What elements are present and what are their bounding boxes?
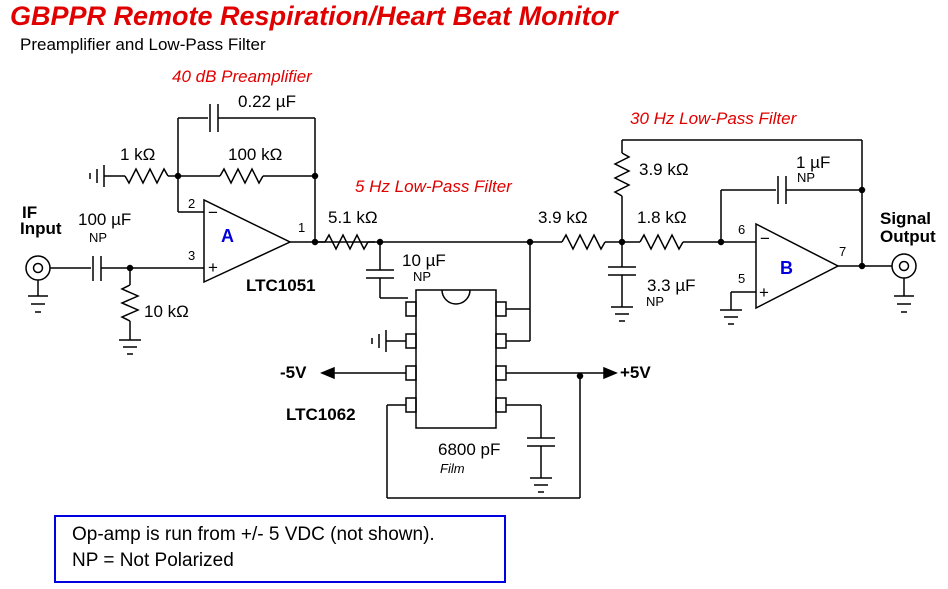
bias-resistor	[120, 284, 140, 322]
label-c-fb2-np: NP	[797, 170, 815, 185]
label-c-fb: 0.22 µF	[238, 92, 296, 111]
feedback-resistor	[219, 167, 264, 185]
label-r-gnd: 1 kΩ	[120, 145, 155, 164]
output-connector	[891, 253, 917, 279]
opamp-b-minus: −	[760, 229, 770, 248]
label-c-film: 6800 pF	[438, 440, 500, 459]
page-title: GBPPR Remote Respiration/Heart Beat Moni…	[10, 1, 619, 31]
label-c-film-type: Film	[440, 461, 465, 476]
output-label-1: Signal	[880, 209, 931, 228]
label-c-lp3: 3.3 µF	[647, 276, 696, 295]
resistor-3k9-series	[561, 233, 606, 251]
resistor-3k9-feedback	[613, 152, 631, 197]
label-c-in-np: NP	[89, 230, 107, 245]
rail-positive: +5V	[620, 363, 651, 382]
opamp-a-minus: −	[208, 203, 218, 222]
label-r-fb: 100 kΩ	[228, 145, 282, 164]
opamp-a-letter: A	[221, 226, 234, 246]
ic-ltc1062	[415, 289, 497, 429]
section-lpf30: 30 Hz Low-Pass Filter	[630, 109, 798, 128]
label-r-lp2: 3.9 kΩ	[538, 208, 588, 227]
note-line-1: Op-amp is run from +/- 5 VDC (not shown)…	[72, 524, 435, 545]
opamp-a-name: LTC1051	[246, 276, 316, 295]
ic-filter-name: LTC1062	[286, 405, 356, 424]
label-c-lp3-np: NP	[646, 294, 664, 309]
note-line-2: NP = Not Polarized	[72, 550, 234, 571]
input-label-2: Input	[20, 219, 62, 238]
pin-b-inv: 6	[738, 222, 745, 237]
label-c-in: 100 µF	[78, 210, 131, 229]
label-r-fb2: 3.9 kΩ	[639, 160, 689, 179]
opamp-a	[203, 198, 292, 284]
note-box: Op-amp is run from +/- 5 VDC (not shown)…	[54, 515, 506, 583]
page-subtitle: Preamplifier and Low-Pass Filter	[20, 35, 266, 54]
pin-b-out: 7	[839, 244, 846, 259]
pin-a-noninv: 3	[188, 248, 195, 263]
opamp-b-letter: B	[780, 258, 793, 278]
section-preamp: 40 dB Preamplifier	[172, 67, 313, 86]
resistor-5k1	[324, 233, 369, 251]
section-lpf5: 5 Hz Low-Pass Filter	[355, 177, 513, 196]
rail-negative: -5V	[280, 363, 307, 382]
label-r-lp1: 5.1 kΩ	[328, 208, 378, 227]
opamp-a-plus: +	[208, 258, 218, 277]
opamp-b	[755, 222, 840, 310]
wires	[25, 104, 917, 499]
label-c-fb2: 1 µF	[796, 153, 830, 172]
opamp-b-plus: +	[759, 283, 769, 302]
input-label-1: IF	[22, 203, 37, 222]
output-label-2: Output	[880, 227, 936, 246]
input-connector	[25, 255, 51, 281]
pin-b-noninv: 5	[738, 271, 745, 286]
label-r-lp3: 1.8 kΩ	[637, 208, 687, 227]
label-c-lp1: 10 µF	[402, 251, 446, 270]
pin-a-out: 1	[298, 220, 305, 235]
gain-resistor	[124, 167, 169, 185]
pin-a-inv: 2	[188, 196, 195, 211]
resistor-1k8	[639, 233, 684, 251]
label-c-lp1-np: NP	[413, 269, 431, 284]
label-r-bias: 10 kΩ	[144, 302, 189, 321]
